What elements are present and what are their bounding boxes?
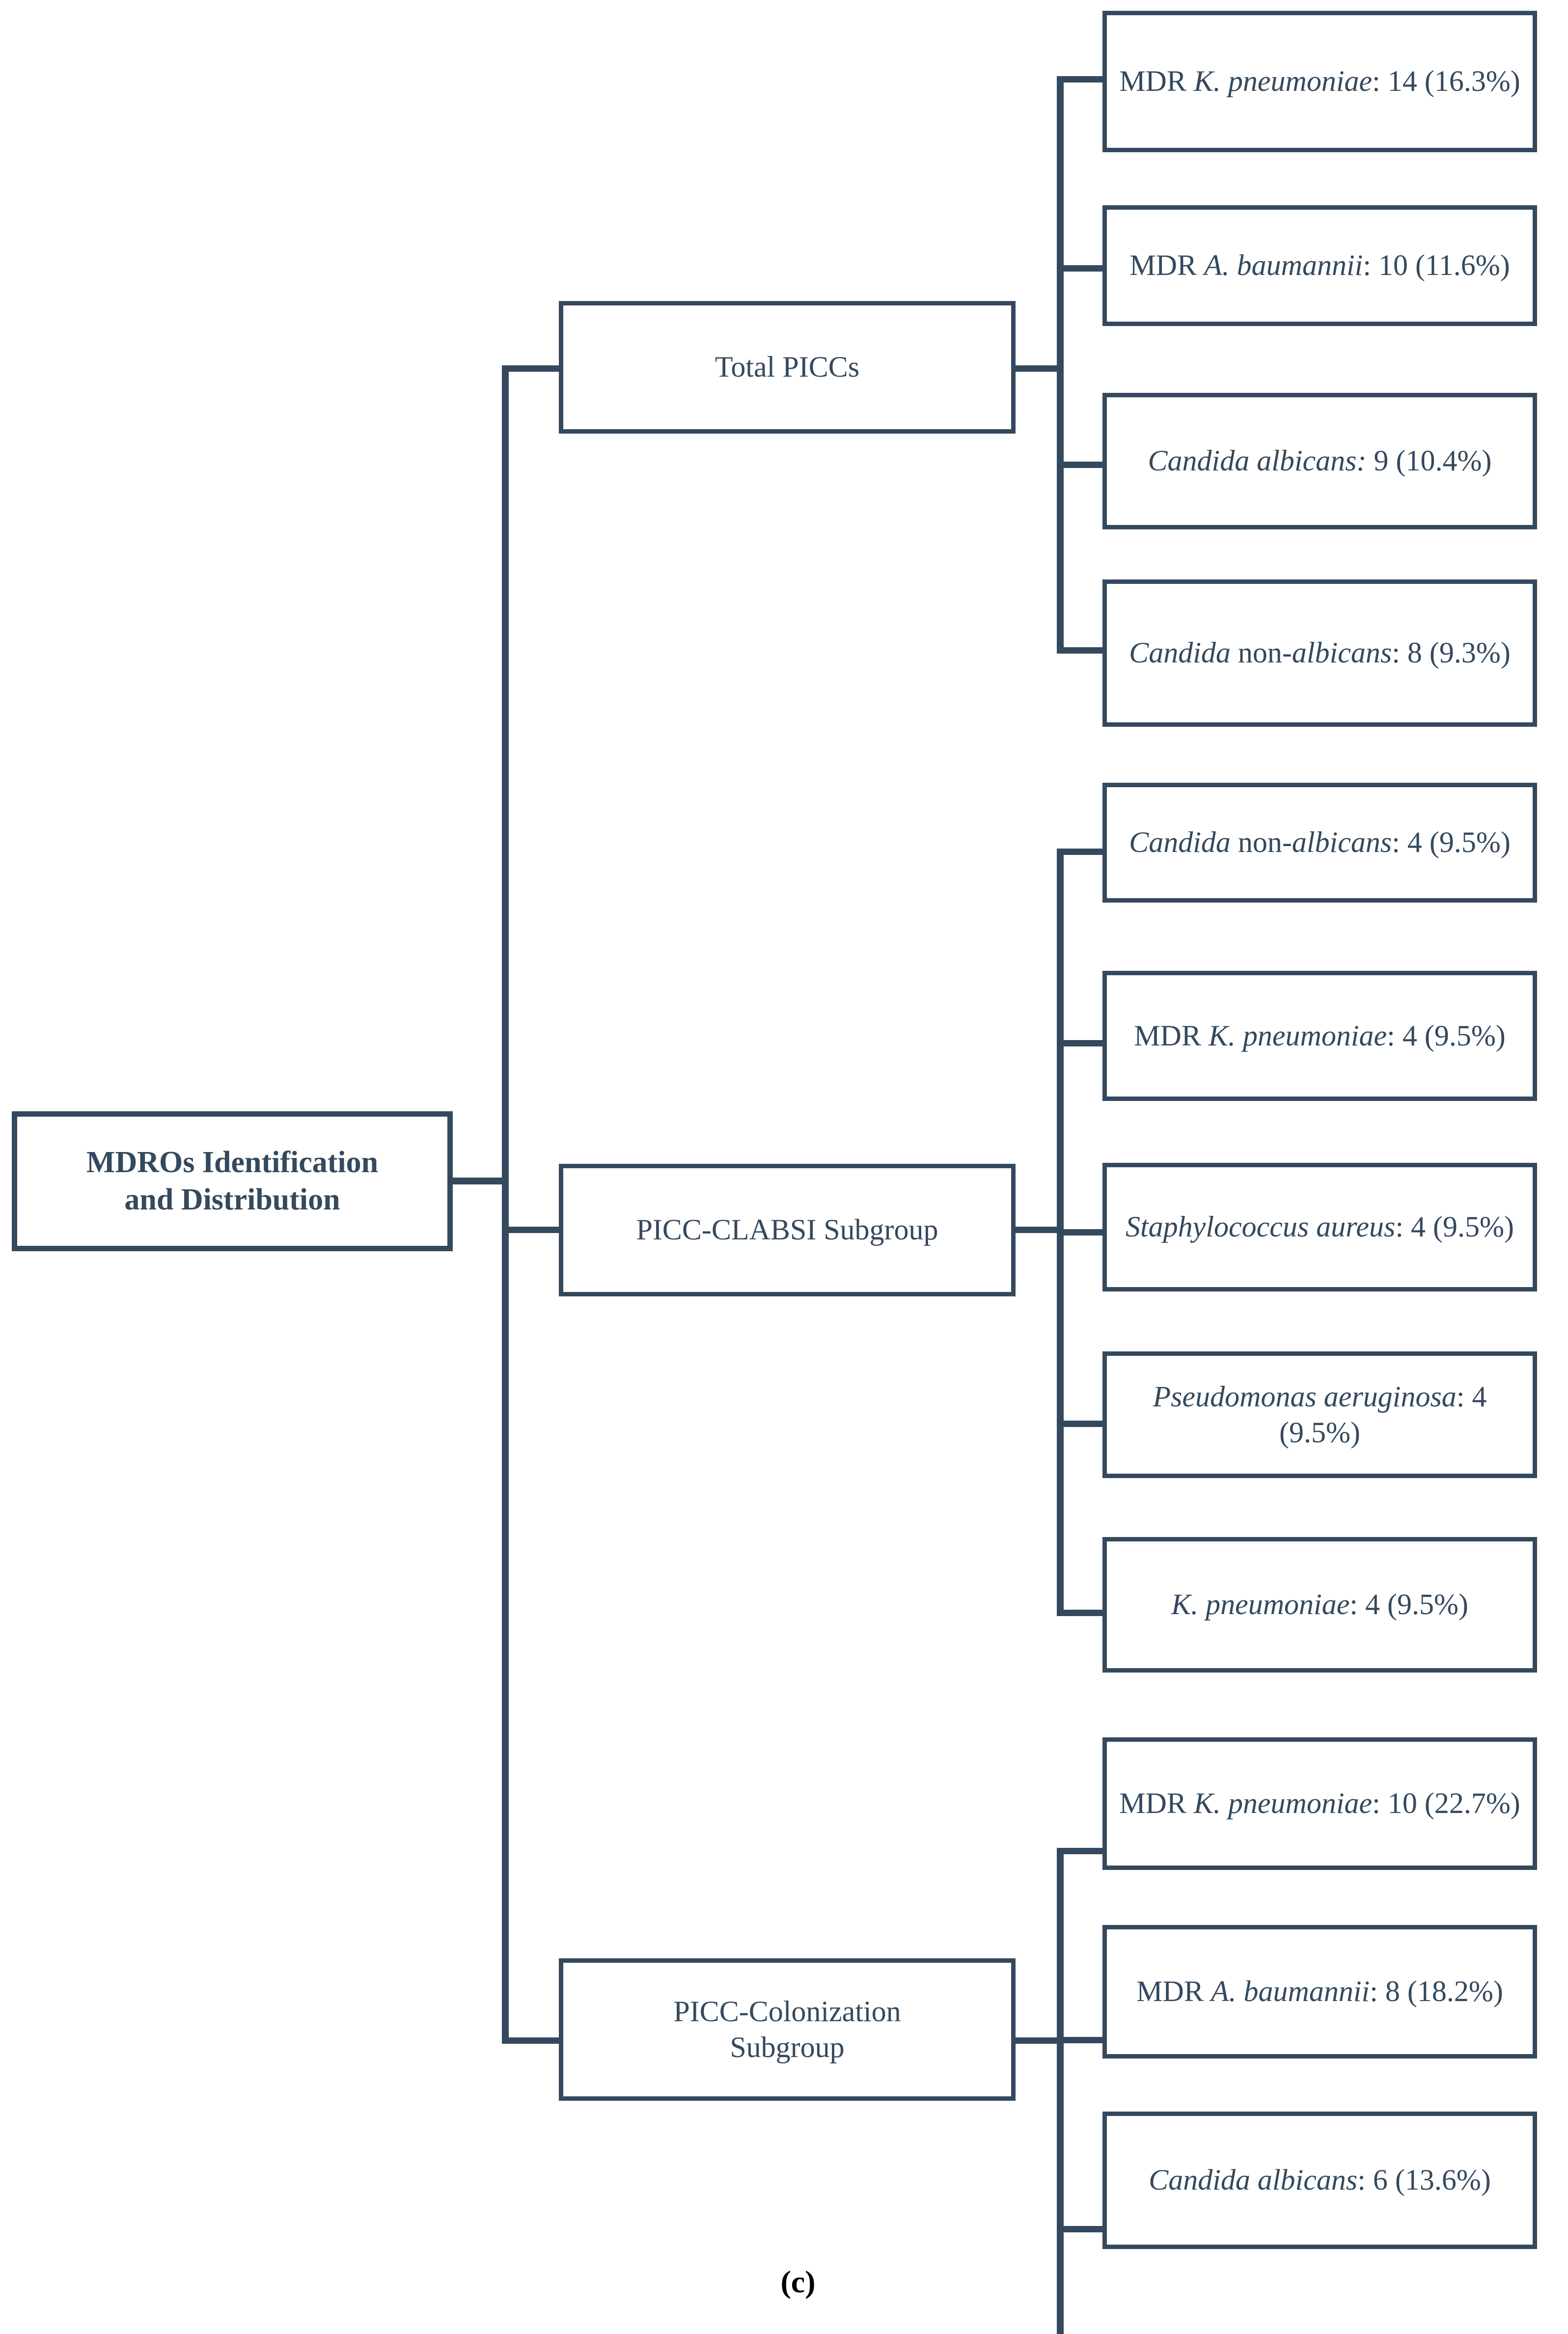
connector-trunk-to-clabsi: [502, 1227, 559, 1233]
leaf-node-total-candida-albicans[interactable]: Candida albicans: 9 (10.4%): [1102, 393, 1537, 529]
branch-node-total-piccs[interactable]: Total PICCs: [559, 301, 1016, 434]
connector-colonization-stub: [1013, 2037, 1062, 2044]
connector-colonization-leaf-2: [1057, 2037, 1105, 2043]
leaf-node-total-candida-non-albicans[interactable]: Candida non-albicans: 8 (9.3%): [1102, 579, 1537, 727]
connector-total-piccs-stub: [1013, 365, 1062, 372]
figure-caption: (c): [780, 2264, 816, 2299]
leaf-label: MDR K. pneumoniae: 14 (16.3%): [1119, 65, 1520, 98]
leaf-node-clabsi-staphylococcus-aureus[interactable]: Staphylococcus aureus: 4 (9.5%): [1102, 1163, 1537, 1291]
branch-node-total-piccs-label: Total PICCs: [715, 351, 860, 384]
leaf-label: MDR K. pneumoniae: 10 (22.7%): [1119, 1787, 1520, 1820]
leaf-node-clabsi-candida-non-albicans[interactable]: Candida non-albicans: 4 (9.5%): [1102, 783, 1537, 903]
leaf-node-colonization-mdr-kpneumoniae[interactable]: MDR K. pneumoniae: 10 (22.7%): [1102, 1737, 1537, 1870]
branch-node-picc-clabsi[interactable]: PICC-CLABSI Subgroup: [559, 1164, 1016, 1296]
leaf-node-clabsi-kpneumoniae[interactable]: K. pneumoniae: 4 (9.5%): [1102, 1537, 1537, 1673]
leaf-label: Pseudomonas aeruginosa: 4 (9.5%): [1153, 1380, 1487, 1449]
leaf-label: MDR A. baumannii: 10 (11.6%): [1129, 249, 1510, 282]
connector-clabsi-leaf-2: [1057, 1040, 1105, 1046]
leaf-label: Candida albicans: 6 (13.6%): [1149, 2164, 1491, 2197]
connector-total-piccs-leaf-2: [1057, 265, 1105, 272]
connector-clabsi-leaf-3: [1057, 1229, 1105, 1236]
connector-clabsi-leaf-4: [1057, 1421, 1105, 1427]
leaf-node-colonization-mdr-abaumannii[interactable]: MDR A. baumannii: 8 (18.2%): [1102, 1925, 1537, 2059]
connector-colonization-bus: [1057, 1850, 1064, 2334]
connector-total-piccs-bus: [1057, 79, 1064, 653]
leaf-label: Candida non-albicans: 4 (9.5%): [1129, 826, 1511, 859]
leaf-node-total-mdr-abaumannii[interactable]: MDR A. baumannii: 10 (11.6%): [1102, 205, 1537, 326]
leaf-node-total-mdr-kpneumoniae[interactable]: MDR K. pneumoniae: 14 (16.3%): [1102, 11, 1537, 152]
leaf-node-clabsi-pseudomonas-aeruginosa[interactable]: Pseudomonas aeruginosa: 4 (9.5%): [1102, 1351, 1537, 1478]
leaf-label: Candida albicans: 9 (10.4%): [1148, 444, 1492, 477]
connector-root-to-trunk: [449, 1178, 508, 1184]
connector-total-piccs-leaf-3: [1057, 462, 1105, 468]
connector-clabsi-leaf-5: [1057, 1610, 1105, 1616]
connector-colonization-leaf-3: [1057, 2226, 1105, 2232]
connector-clabsi-leaf-1: [1057, 849, 1105, 855]
connector-trunk-vertical: [502, 368, 509, 2044]
branch-node-picc-clabsi-label: PICC-CLABSI Subgroup: [636, 1213, 938, 1246]
connector-colonization-leaf-1: [1057, 1848, 1105, 1854]
leaf-label: Staphylococcus aureus: 4 (9.5%): [1126, 1210, 1514, 1243]
leaf-node-colonization-candida-albicans[interactable]: Candida albicans: 6 (13.6%): [1102, 2112, 1537, 2249]
leaf-label: MDR K. pneumoniae: 4 (9.5%): [1134, 1019, 1506, 1052]
leaf-node-clabsi-mdr-kpneumoniae[interactable]: MDR K. pneumoniae: 4 (9.5%): [1102, 971, 1537, 1101]
connector-total-piccs-leaf-4: [1057, 647, 1105, 654]
leaf-label: Candida non-albicans: 8 (9.3%): [1129, 636, 1511, 669]
leaf-label: K. pneumoniae: 4 (9.5%): [1171, 1588, 1468, 1621]
connector-total-piccs-leaf-1: [1057, 76, 1105, 82]
connector-trunk-to-colonization: [502, 2037, 559, 2044]
connector-trunk-to-total-piccs: [502, 365, 559, 372]
connector-clabsi-stub: [1013, 1227, 1062, 1233]
leaf-label: MDR A. baumannii: 8 (18.2%): [1136, 1975, 1503, 2008]
